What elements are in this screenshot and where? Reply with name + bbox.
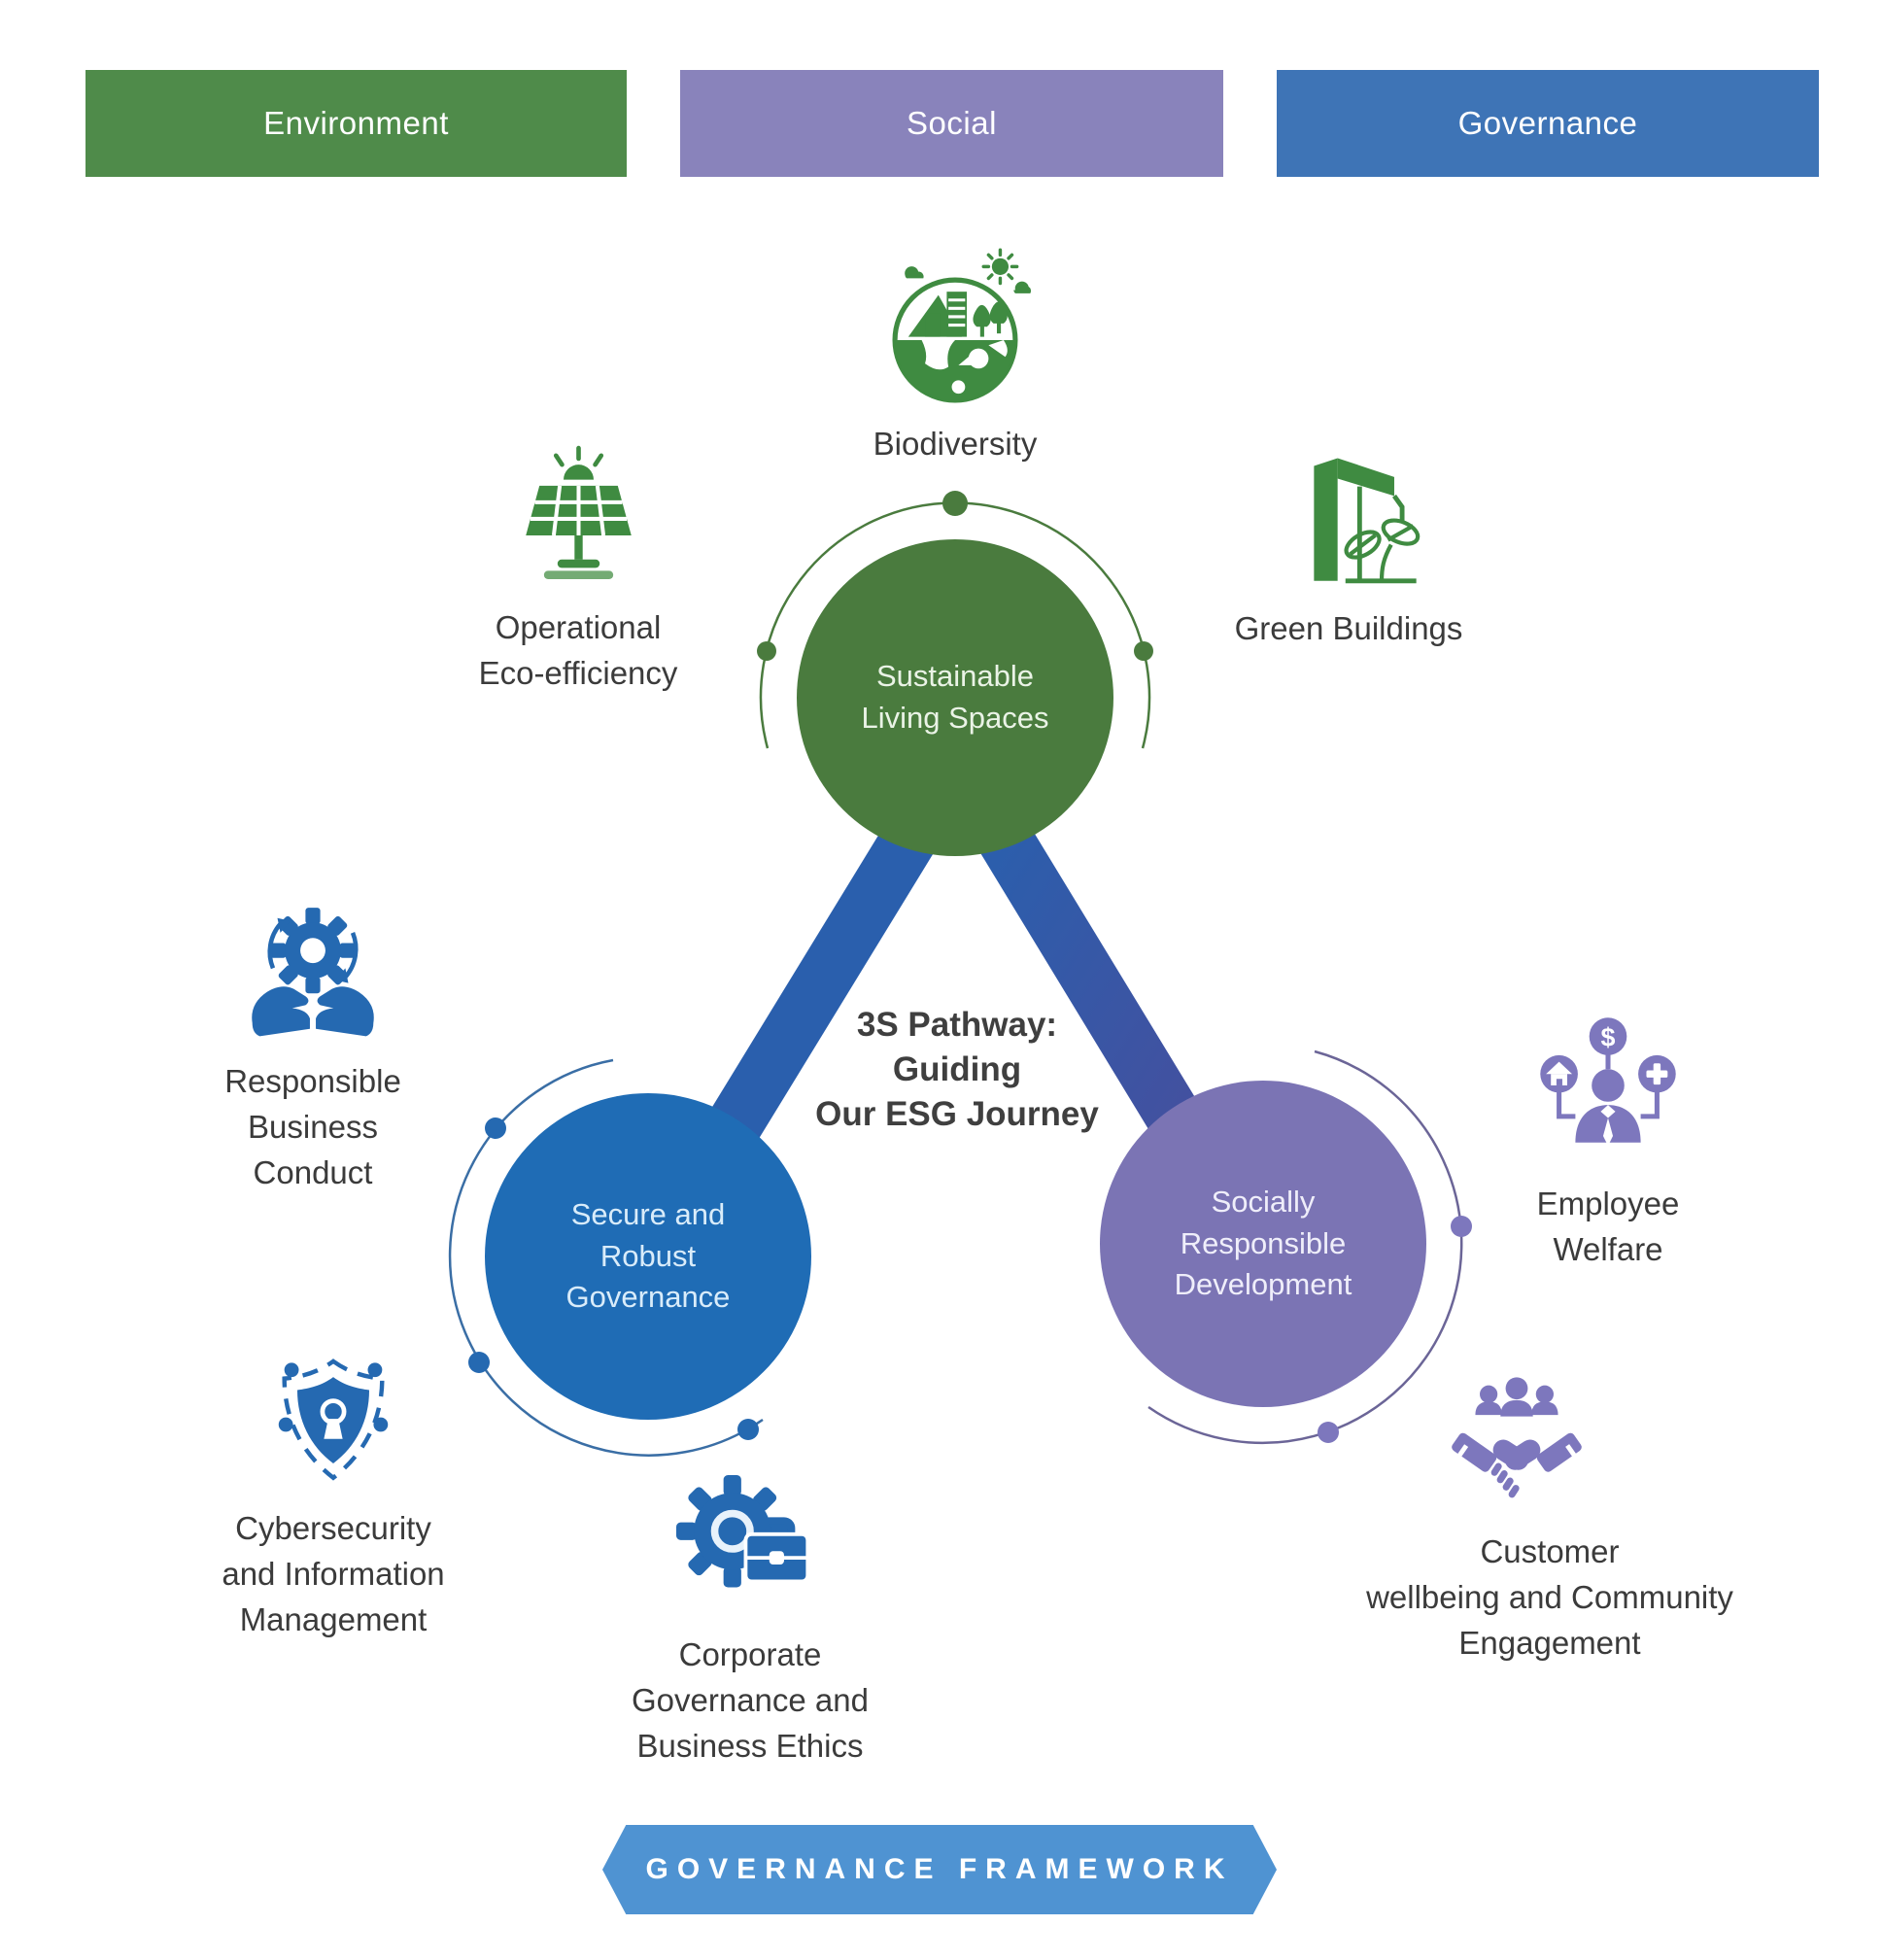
gear-briefcase-icon <box>676 1475 810 1588</box>
item-operational-eco-efficiency: Operational Eco-efficiency <box>384 445 772 697</box>
pillar-governance-label: Governance <box>1457 105 1638 141</box>
item-label: Employee Welfare <box>1536 1186 1680 1267</box>
hands-gear-icon <box>252 908 374 1037</box>
item-label: Responsible Business Conduct <box>224 1063 401 1190</box>
circle-sustainable-living-spaces-label: Sustainable Living Spaces <box>861 659 1049 735</box>
item-corporate-governance-business-ethics: Corporate Governance and Business Ethics <box>556 1475 944 1770</box>
triangle-band-right <box>967 801 1212 1154</box>
governance-framework-banner: GOVERNANCE FRAMEWORK <box>602 1825 1277 1914</box>
item-cybersecurity-information-management: Cybersecurity and Information Management <box>139 1353 528 1643</box>
triangle-band-left <box>697 801 947 1162</box>
circle-socially-responsible-development: Socially Responsible Development <box>1100 1081 1426 1407</box>
pillar-environment-label: Environment <box>263 105 449 141</box>
item-label: Green Buildings <box>1234 610 1463 646</box>
svg-text:$: $ <box>1601 1023 1616 1052</box>
center-caption: 3S Pathway: Guiding Our ESG Journey <box>815 1006 1099 1134</box>
item-green-buildings: Green Buildings <box>1154 439 1543 652</box>
item-label: Customer wellbeing and Community Engagem… <box>1366 1533 1733 1661</box>
pillar-social-label: Social <box>907 105 997 141</box>
blue-orbit-arc <box>448 1058 764 1457</box>
shield-keyhole-icon <box>278 1358 389 1481</box>
pillar-social: Social <box>680 70 1223 177</box>
globe-ecology-icon <box>892 248 1032 403</box>
solar-panel-icon <box>525 445 632 579</box>
item-biodiversity: Biodiversity <box>761 245 1149 467</box>
handshake-community-icon <box>1452 1377 1582 1498</box>
pillar-governance: Governance <box>1277 70 1819 177</box>
item-employee-welfare: $ Employee Welfare <box>1414 1009 1802 1273</box>
purple-orbit-arc <box>1147 1049 1472 1444</box>
item-label: Operational Eco-efficiency <box>478 609 678 691</box>
item-label: Biodiversity <box>873 426 1038 462</box>
item-label: Corporate Governance and Business Ethics <box>631 1636 869 1764</box>
circle-secure-robust-governance-label: Secure and Robust Governance <box>565 1196 731 1315</box>
employee-benefits-icon: $ <box>1540 1017 1676 1147</box>
governance-framework-banner-label: GOVERNANCE FRAMEWORK <box>645 1853 1234 1885</box>
item-responsible-business-conduct: Responsible Business Conduct <box>119 902 507 1196</box>
pillar-environment: Environment <box>86 70 627 177</box>
green-building-leaf-icon <box>1314 458 1421 584</box>
circle-sustainable-living-spaces: Sustainable Living Spaces <box>797 539 1113 856</box>
item-customer-wellbeing-community-engagement: Customer wellbeing and Community Engagem… <box>1344 1372 1756 1667</box>
green-orbit-arc <box>757 491 1153 749</box>
circle-socially-responsible-development-label: Socially Responsible Development <box>1174 1184 1352 1302</box>
circle-secure-robust-governance: Secure and Robust Governance <box>485 1093 811 1420</box>
item-label: Cybersecurity and Information Management <box>222 1510 445 1637</box>
